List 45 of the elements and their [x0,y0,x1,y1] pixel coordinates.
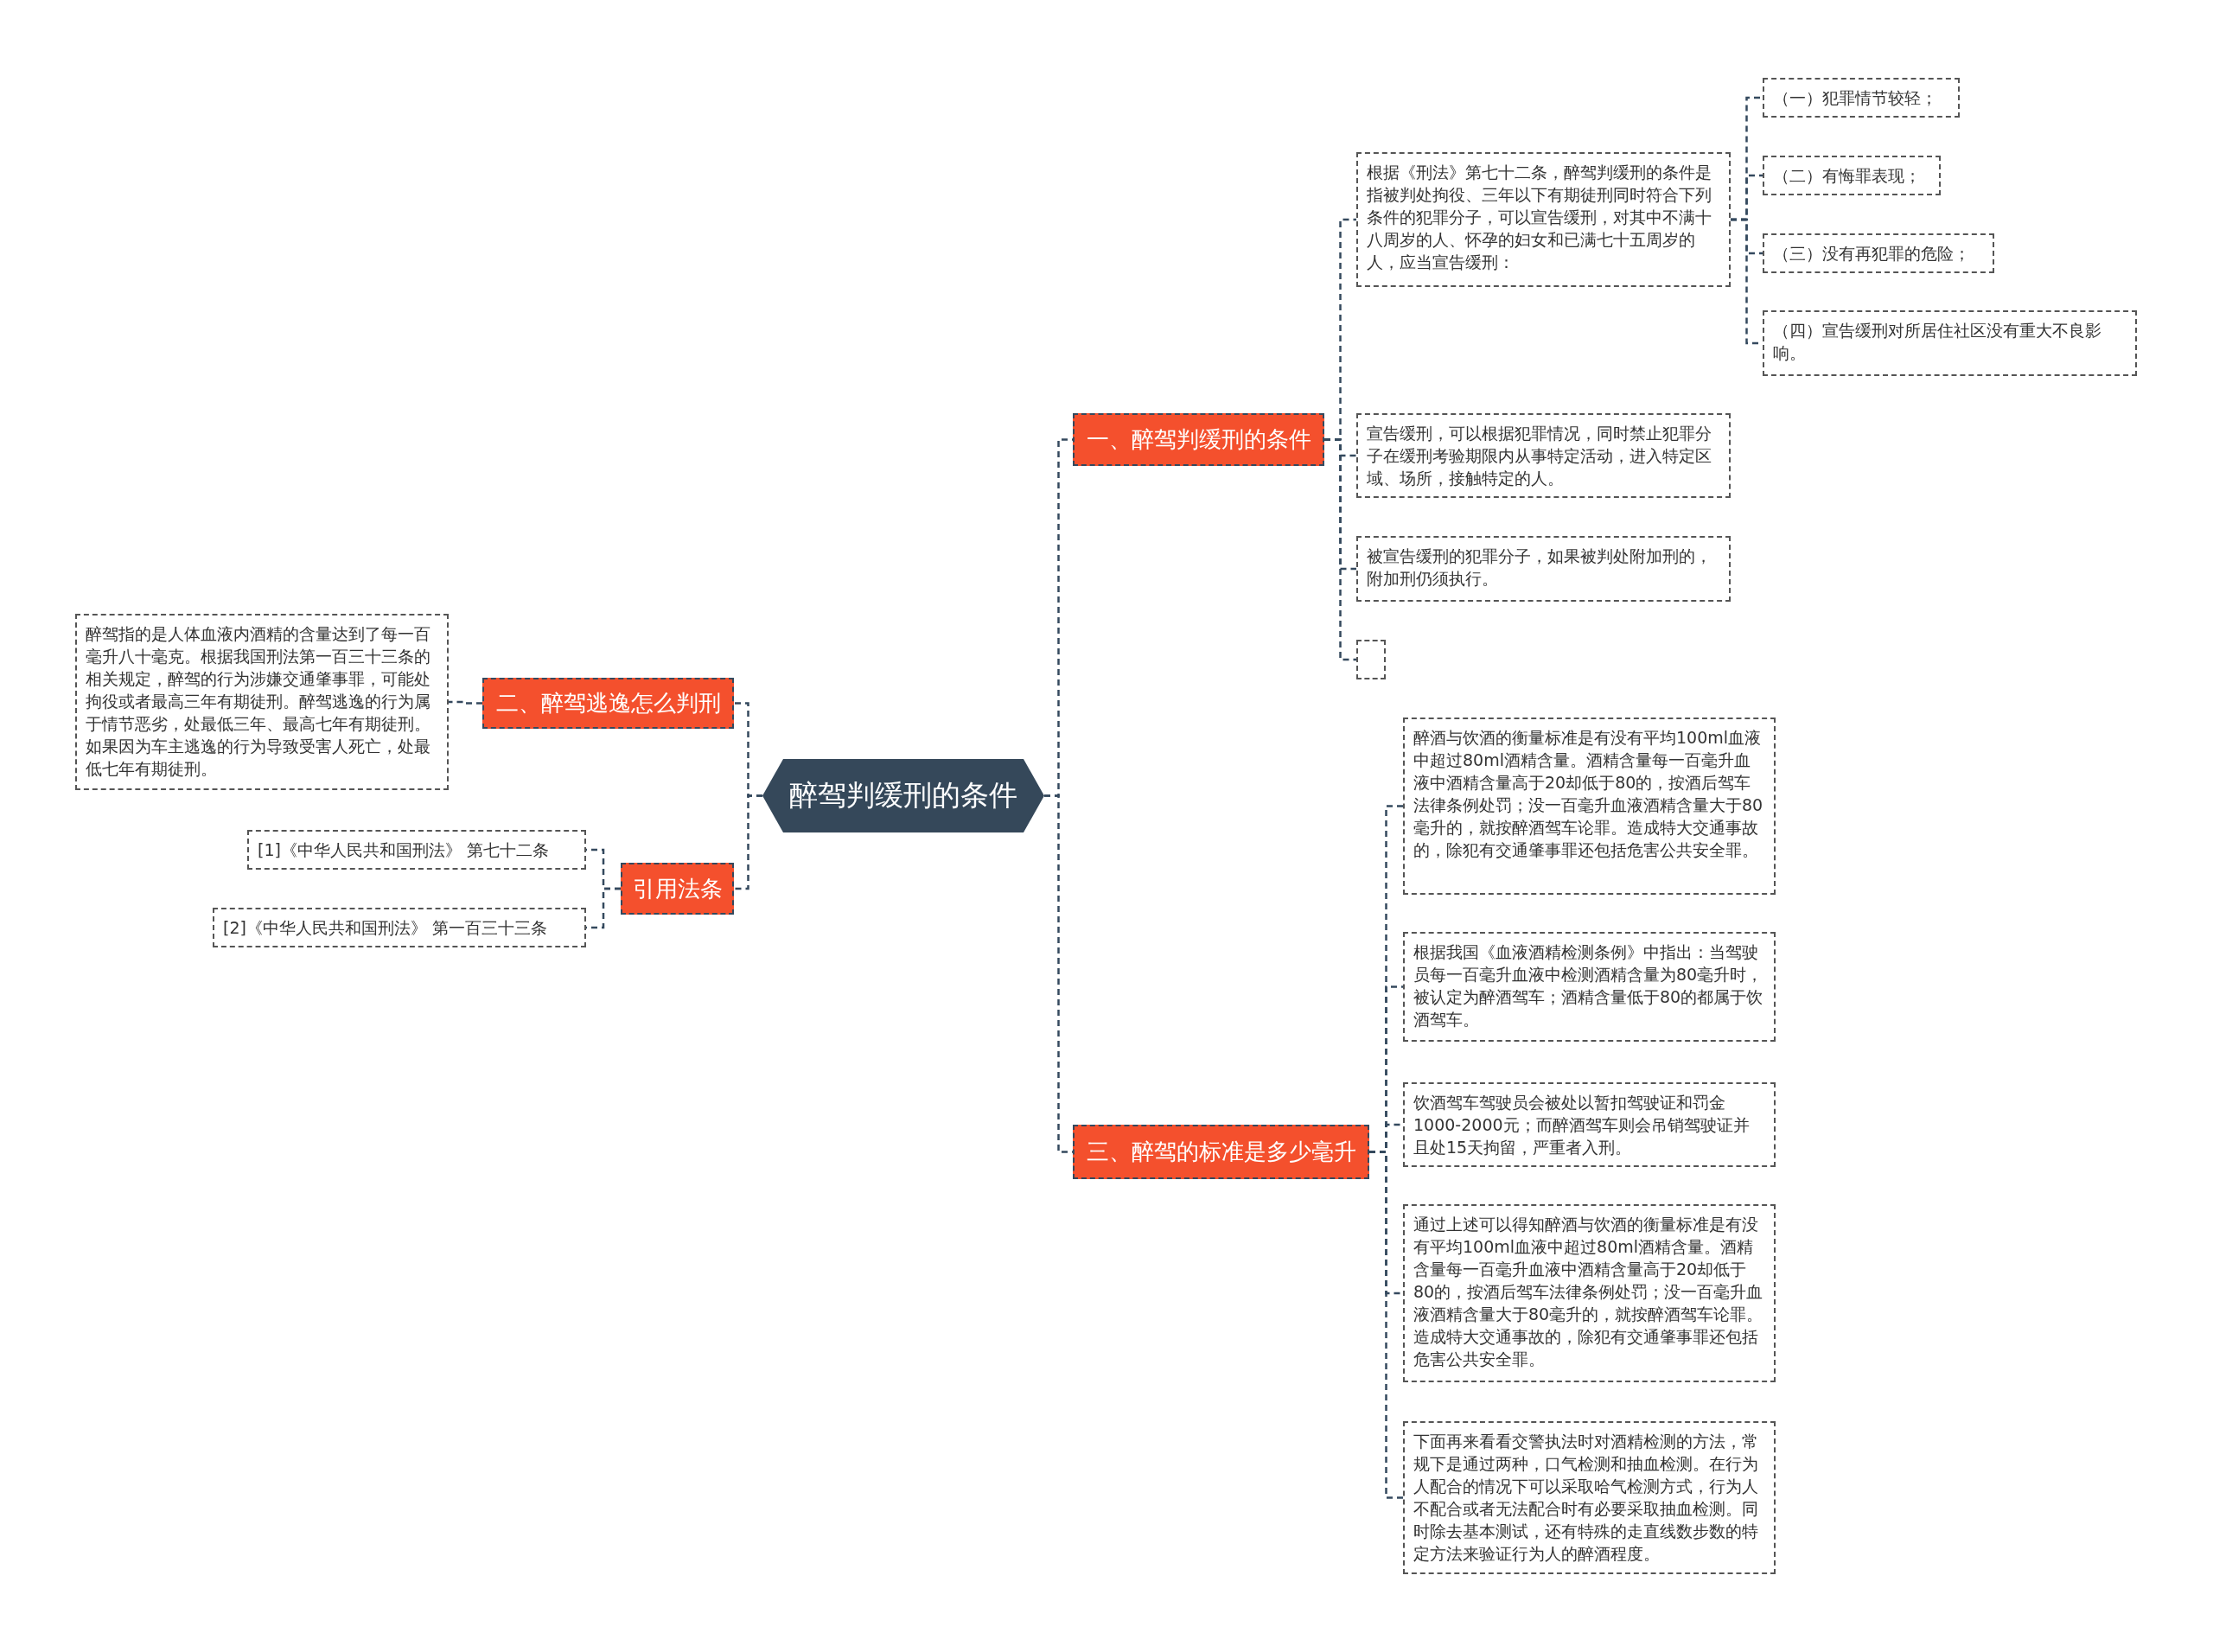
connector-line [1324,438,1356,661]
note-box [1356,152,1731,287]
note-box [1763,156,1941,195]
note-box [75,614,449,790]
central-topic-text: 醉驾判缓刑的条件 [789,777,1017,813]
note-text: 通过上述可以得知醉酒与饮酒的衡量标准是有没有平均100ml血液中超过80ml酒精含量。酒精含量每一百毫升血液中酒精含量高于20却低于80的，按酒后驾车法律条例处罚；没一百毫升血液酒精含量大于80毫升的，就按醉酒驾车论罪。造成特大交通事故的，除犯有交通肇事罪还包括危害公共安全罪。 [1413,1214,1764,1370]
note-box [247,830,586,870]
note-text: （三）没有再犯罪的危险； [1773,243,1971,265]
note-text: 醉驾指的是人体血液内酒精的含量达到了每一百毫升八十毫克。根据我国刑法第一百三十三条的相关规定，醉驾的行为涉嫌交通肇事罪，可能处拘役或者最高三年有期徒刑。醉驾逃逸的行为属于情节恶劣，处最低三年、最高七年有期徒刑。如果因为车主逃逸的行为导致受害人死亡，处最低七年有期徒刑。 [86,623,431,780]
note-box [1763,78,1960,118]
branch-topic-box [1073,413,1324,466]
note-text: 根据我国《血液酒精检测条例》中指出：当驾驶员每一百毫升血液中检测酒精含量为80毫升时，被认定为醉酒驾车；酒精含量低于80的都属于饮酒驾车。 [1413,941,1764,1030]
note-box [1763,310,2137,376]
branch-topic-text: 三、醉驾的标准是多少毫升 [1086,1138,1356,1166]
note-box [1403,718,1776,895]
branch-topic-box [1073,1125,1369,1179]
branch-topic-box [482,678,734,729]
note-text: 根据《刑法》第七十二条，醉驾判缓刑的条件是指被判处拘役、三年以下有期徒刑同时符合下列条件的犯罪分子，可以宣告缓刑，对其中不满十八周岁的人、怀孕的妇女和已满七十五周岁的人，应当宣告缓刑： [1367,162,1712,273]
note-box [1763,233,1994,273]
connector-line [1369,1151,1403,1499]
note-text: （四）宣告缓刑对所居住社区没有重大不良影响。 [1773,320,2102,364]
note-text: [2]《中华人民共和国刑法》 第一百三十三条 [223,917,548,939]
note-text: 下面再来看看交警执法时对酒精检测的方法，常规下是通过两种，口气检测和抽血检测。在行为人配合的情况下可以采取哈气检测方式，行为人不配合或者无法配合时有必要采取抽血检测。同时除去基本测试，还有特殊的走直线数步数的特定方法来验证行为人的醉酒程度。 [1413,1431,1759,1565]
note-text: [1]《中华人民共和国刑法》 第七十二条 [258,839,550,861]
note-box [1356,413,1731,498]
note-box [1403,1082,1776,1167]
note-box [1403,932,1776,1042]
note-box [1356,536,1731,602]
note-box [1403,1204,1776,1382]
central-topic-hexagon [762,759,1044,832]
empty-topic-box [1356,640,1386,679]
note-text: 被宣告缓刑的犯罪分子，如果被判处附加刑的，附加刑仍须执行。 [1367,545,1712,590]
note-text: （一）犯罪情节较轻； [1773,87,1938,109]
connector-line [734,794,762,890]
note-text: （二）有悔罪表现； [1773,165,1922,187]
branch-topic-text: 二、醉驾逃逸怎么判刑 [495,689,721,718]
connector-line [449,700,482,705]
note-box [1403,1421,1776,1574]
note-text: 宣告缓刑，可以根据犯罪情况，同时禁止犯罪分子在缓刑考验期限内从事特定活动，进入特定区域、场所，接触特定的人。 [1367,423,1712,489]
note-text: 醉酒与饮酒的衡量标准是有没有平均100ml血液中超过80ml酒精含量。酒精含量每一百毫升血液中酒精含量高于20却低于80的，按酒后驾车法律条例处罚；没一百毫升血液酒精含量大于80毫升的，就按醉酒驾车论罪。造成特大交通事故的，除犯有交通肇事罪还包括危害公共安全罪。 [1413,727,1764,861]
branch-topic-text: 引用法条 [632,874,723,903]
note-box [213,908,586,947]
branch-topic-box [621,863,734,915]
branch-topic-text: 一、醉驾判缓刑的条件 [1086,425,1311,454]
note-text: 饮酒驾车驾驶员会被处以暂扣驾驶证和罚金1000-2000元；而醉酒驾车则会吊销驾驶证并且处15天拘留，严重者入刑。 [1413,1092,1751,1158]
